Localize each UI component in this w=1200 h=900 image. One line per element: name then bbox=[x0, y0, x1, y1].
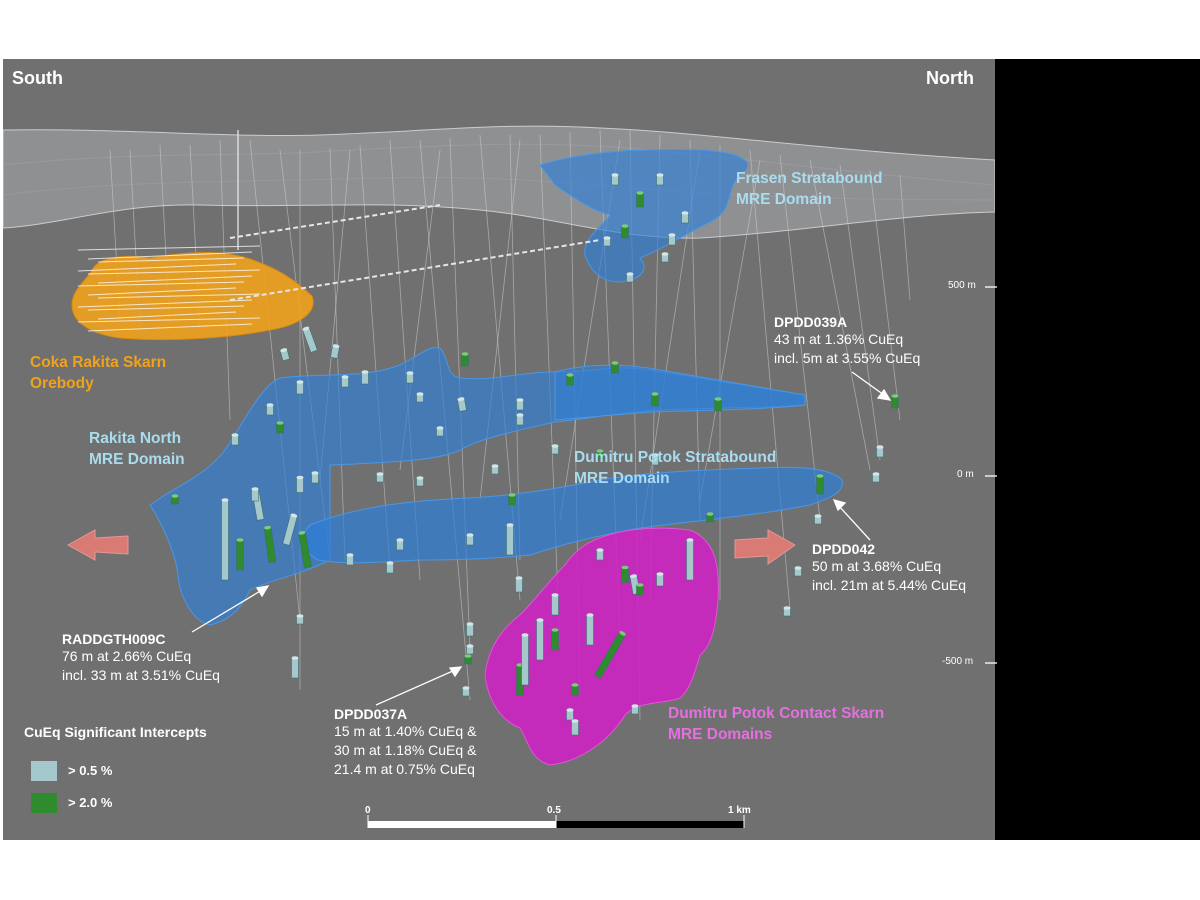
scale-label-half: 0.5 bbox=[547, 805, 561, 816]
north-label: North bbox=[926, 68, 974, 88]
south-arrow bbox=[66, 529, 129, 561]
intercepts bbox=[171, 173, 899, 736]
scale-bar bbox=[367, 815, 745, 828]
legend-label-high: > 2.0 % bbox=[68, 795, 113, 810]
elev-0: 0 m bbox=[957, 469, 974, 480]
hole-dpdd037a: DPDD037A 15 m at 1.40% CuEq & 30 m at 1.… bbox=[334, 706, 477, 777]
elev-minus-500: -500 m bbox=[942, 656, 974, 667]
hole-raddgth009c: RADDGTH009C 76 m at 2.66% CuEq incl. 33 … bbox=[62, 631, 220, 683]
scale-label-0: 0 bbox=[365, 805, 371, 816]
frasen-domain bbox=[539, 149, 749, 283]
scale-label-1km: 1 km bbox=[728, 805, 751, 816]
legend-label-low: > 0.5 % bbox=[68, 763, 113, 778]
dumitru-stratabound-domain bbox=[302, 466, 843, 564]
dumitru-skarn-domain bbox=[484, 527, 719, 766]
legend-title: CuEq Significant Intercepts bbox=[24, 724, 207, 740]
hole-dpdd039a: DPDD039A 43 m at 1.36% CuEq incl. 5m at … bbox=[774, 314, 921, 366]
elev-500: 500 m bbox=[948, 280, 976, 291]
black-margin bbox=[995, 59, 1200, 840]
hole-dpdd042: DPDD042 50 m at 3.68% CuEq incl. 21m at … bbox=[812, 541, 967, 593]
north-arrow bbox=[734, 529, 796, 565]
legend-swatch-high bbox=[31, 793, 57, 813]
legend-swatch-low bbox=[31, 761, 57, 781]
south-label: South bbox=[12, 68, 63, 88]
